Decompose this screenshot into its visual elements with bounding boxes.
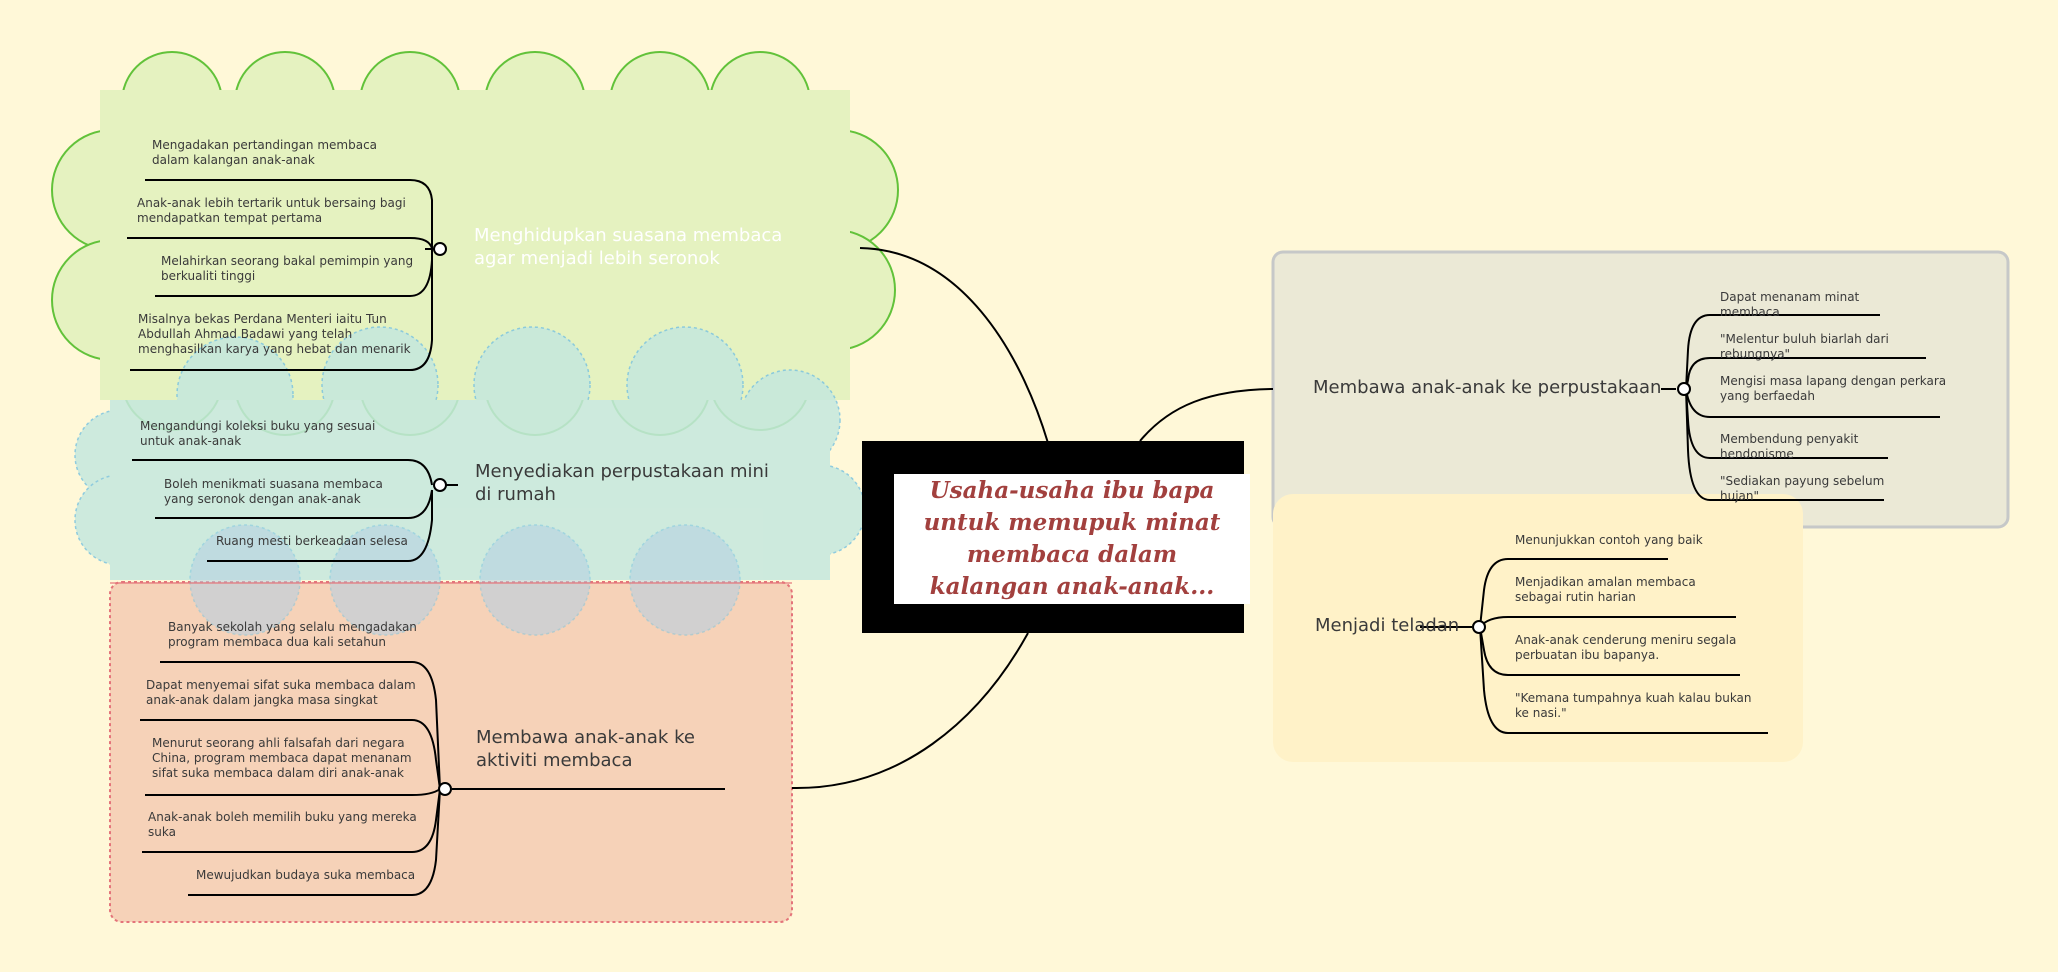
aktiviti-item[interactable]: Menurut seorang ahli falsafah dari negar… <box>152 736 412 780</box>
teladan-item[interactable]: Menjadikan amalan membaca sebagai rutin … <box>1515 575 1696 604</box>
perpustakaan-item[interactable]: Dapat menanam minat membaca <box>1720 290 1860 319</box>
suasana-item[interactable]: Misalnya bekas Perdana Menteri iaitu Tun… <box>138 312 411 356</box>
branch-perpustakaan-title[interactable]: Membawa anak-anak ke perpustakaan <box>1313 377 1662 398</box>
aktiviti-item[interactable]: Anak-anak boleh memilih buku yang mereka… <box>148 810 417 839</box>
teladan-item[interactable]: Anak-anak cenderung meniru segala perbua… <box>1515 633 1737 662</box>
branch-suasana-title[interactable]: Menghidupkan suasana membaca agar menjad… <box>474 225 783 270</box>
perpustakaan-mini-item[interactable]: Ruang mesti berkeadaan selesa <box>216 534 408 548</box>
suasana-item[interactable]: Mengadakan pertandingan membaca dalam ka… <box>152 138 378 167</box>
suasana-connectors <box>127 179 440 371</box>
perpustakaan-mini-connectors <box>132 459 458 562</box>
aktiviti-item[interactable]: Mewujudkan budaya suka membaca <box>196 868 416 882</box>
perpustakaan-item[interactable]: Mengisi masa lapang dengan perkara yang … <box>1720 374 1947 403</box>
branch-teladan-title[interactable]: Menjadi teladan <box>1315 615 1460 636</box>
perpustakaan-mini-item[interactable]: Mengandungi koleksi buku yang sesuai unt… <box>140 419 376 448</box>
central-topic-card: Usaha-usaha ibu bapa untuk memupuk minat… <box>894 474 1250 604</box>
suasana-item[interactable]: Melahirkan seorang bakal pemimpin yang b… <box>161 254 414 283</box>
central-topic: Usaha-usaha ibu bapa untuk memupuk minat… <box>923 476 1221 601</box>
perpustakaan-item[interactable]: "Melentur buluh biarlah dari rebungnya" <box>1720 332 1889 361</box>
central-topic-frame[interactable]: Usaha-usaha ibu bapa untuk memupuk minat… <box>862 441 1250 633</box>
teladan-item[interactable]: "Kemana tumpahnya kuah kalau bukan ke na… <box>1515 691 1752 720</box>
branch-perpustakaan-mini-title[interactable]: Menyediakan perpustakaan mini di rumah <box>475 461 769 506</box>
suasana-item[interactable]: Anak-anak lebih tertarik untuk bersaing … <box>137 196 406 225</box>
perpustakaan-mini-cloud-bottom <box>189 524 741 636</box>
aktiviti-boundary <box>109 581 793 923</box>
teladan-item[interactable]: Menunjukkan contoh yang baik <box>1515 533 1703 547</box>
aktiviti-item[interactable]: Banyak sekolah yang selalu mengadakan pr… <box>168 620 417 649</box>
perpustakaan-item[interactable]: "Sediakan payung sebelum hujan" <box>1720 474 1885 503</box>
perpustakaan-item[interactable]: Membendung penyakit hendonisme <box>1720 432 1859 461</box>
main-connectors <box>791 247 1274 790</box>
aktiviti-connectors <box>140 661 725 896</box>
teladan-boundary <box>1273 494 1803 762</box>
perpustakaan-mini-item[interactable]: Boleh menikmati suasana membaca yang ser… <box>164 477 383 506</box>
aktiviti-item[interactable]: Dapat menyemai sifat suka membaca dalam … <box>146 678 416 707</box>
branch-aktiviti-title[interactable]: Membawa anak-anak ke aktiviti membaca <box>476 727 695 772</box>
